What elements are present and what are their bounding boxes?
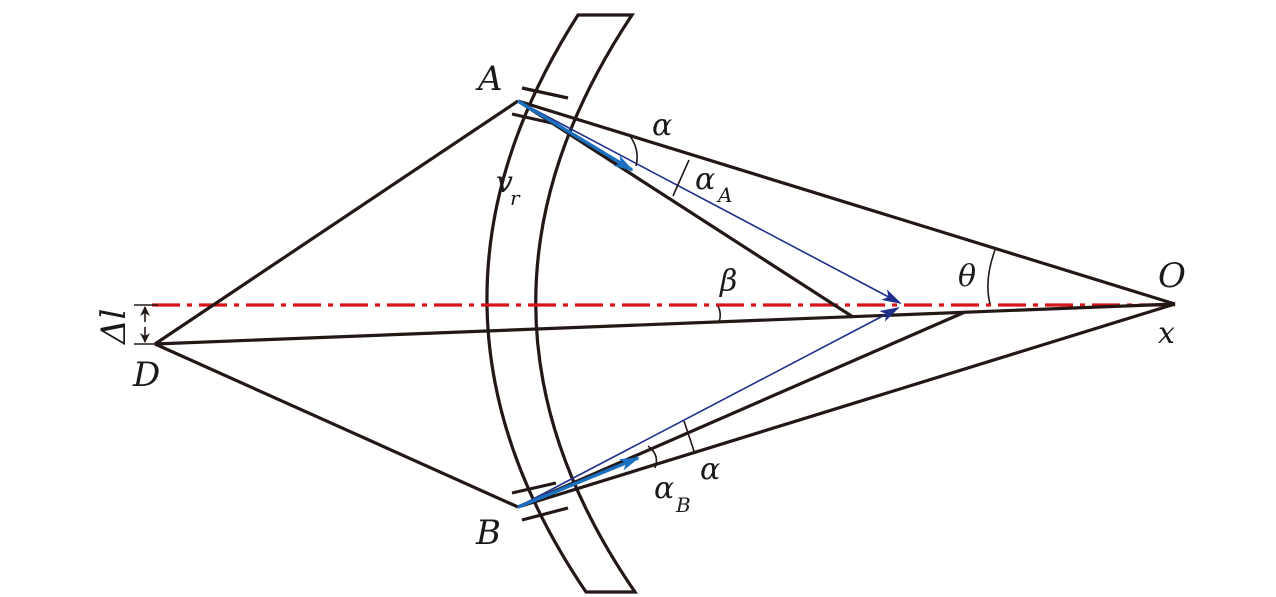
alpha-top-label: α	[652, 108, 672, 143]
velocity-vector-a-long	[517, 100, 902, 304]
slot-bottom	[511, 481, 569, 522]
angle-tick-alpha-b	[683, 420, 695, 452]
alpha-a-label: α	[695, 162, 715, 197]
alpha-b-subscript: B	[675, 493, 691, 517]
point-o-label: O	[1158, 256, 1186, 296]
curved-lens	[485, 13, 639, 594]
alpha-bottom-label: α	[700, 452, 720, 487]
alpha-b-label: α	[654, 471, 674, 506]
velocity-vector-a-short	[517, 99, 634, 172]
x-axis-label: x	[1158, 316, 1175, 351]
theta-label: θ	[958, 259, 976, 294]
v-label: v	[496, 165, 513, 200]
point-a-label: A	[475, 59, 503, 99]
angle-tick-alpha-a	[672, 159, 690, 197]
v-subscript: r	[510, 186, 521, 210]
angle-arc-beta	[717, 305, 722, 323]
point-d-label: D	[132, 355, 160, 395]
construction-lines	[154, 99, 1176, 509]
delta-l-label: Δl	[94, 309, 134, 346]
angle-arc-alpha-bottom	[647, 445, 658, 469]
delta-l-dimension	[134, 304, 158, 345]
slot-top	[511, 86, 569, 126]
beta-label: β	[719, 264, 737, 299]
angle-arc-theta	[987, 249, 996, 305]
velocity-vector-b-short	[517, 456, 640, 509]
alpha-a-subscript: A	[716, 183, 732, 207]
point-b-label: B	[475, 513, 501, 553]
velocity-vector-b-long	[517, 307, 900, 508]
angle-arc-alpha-top	[629, 135, 638, 167]
